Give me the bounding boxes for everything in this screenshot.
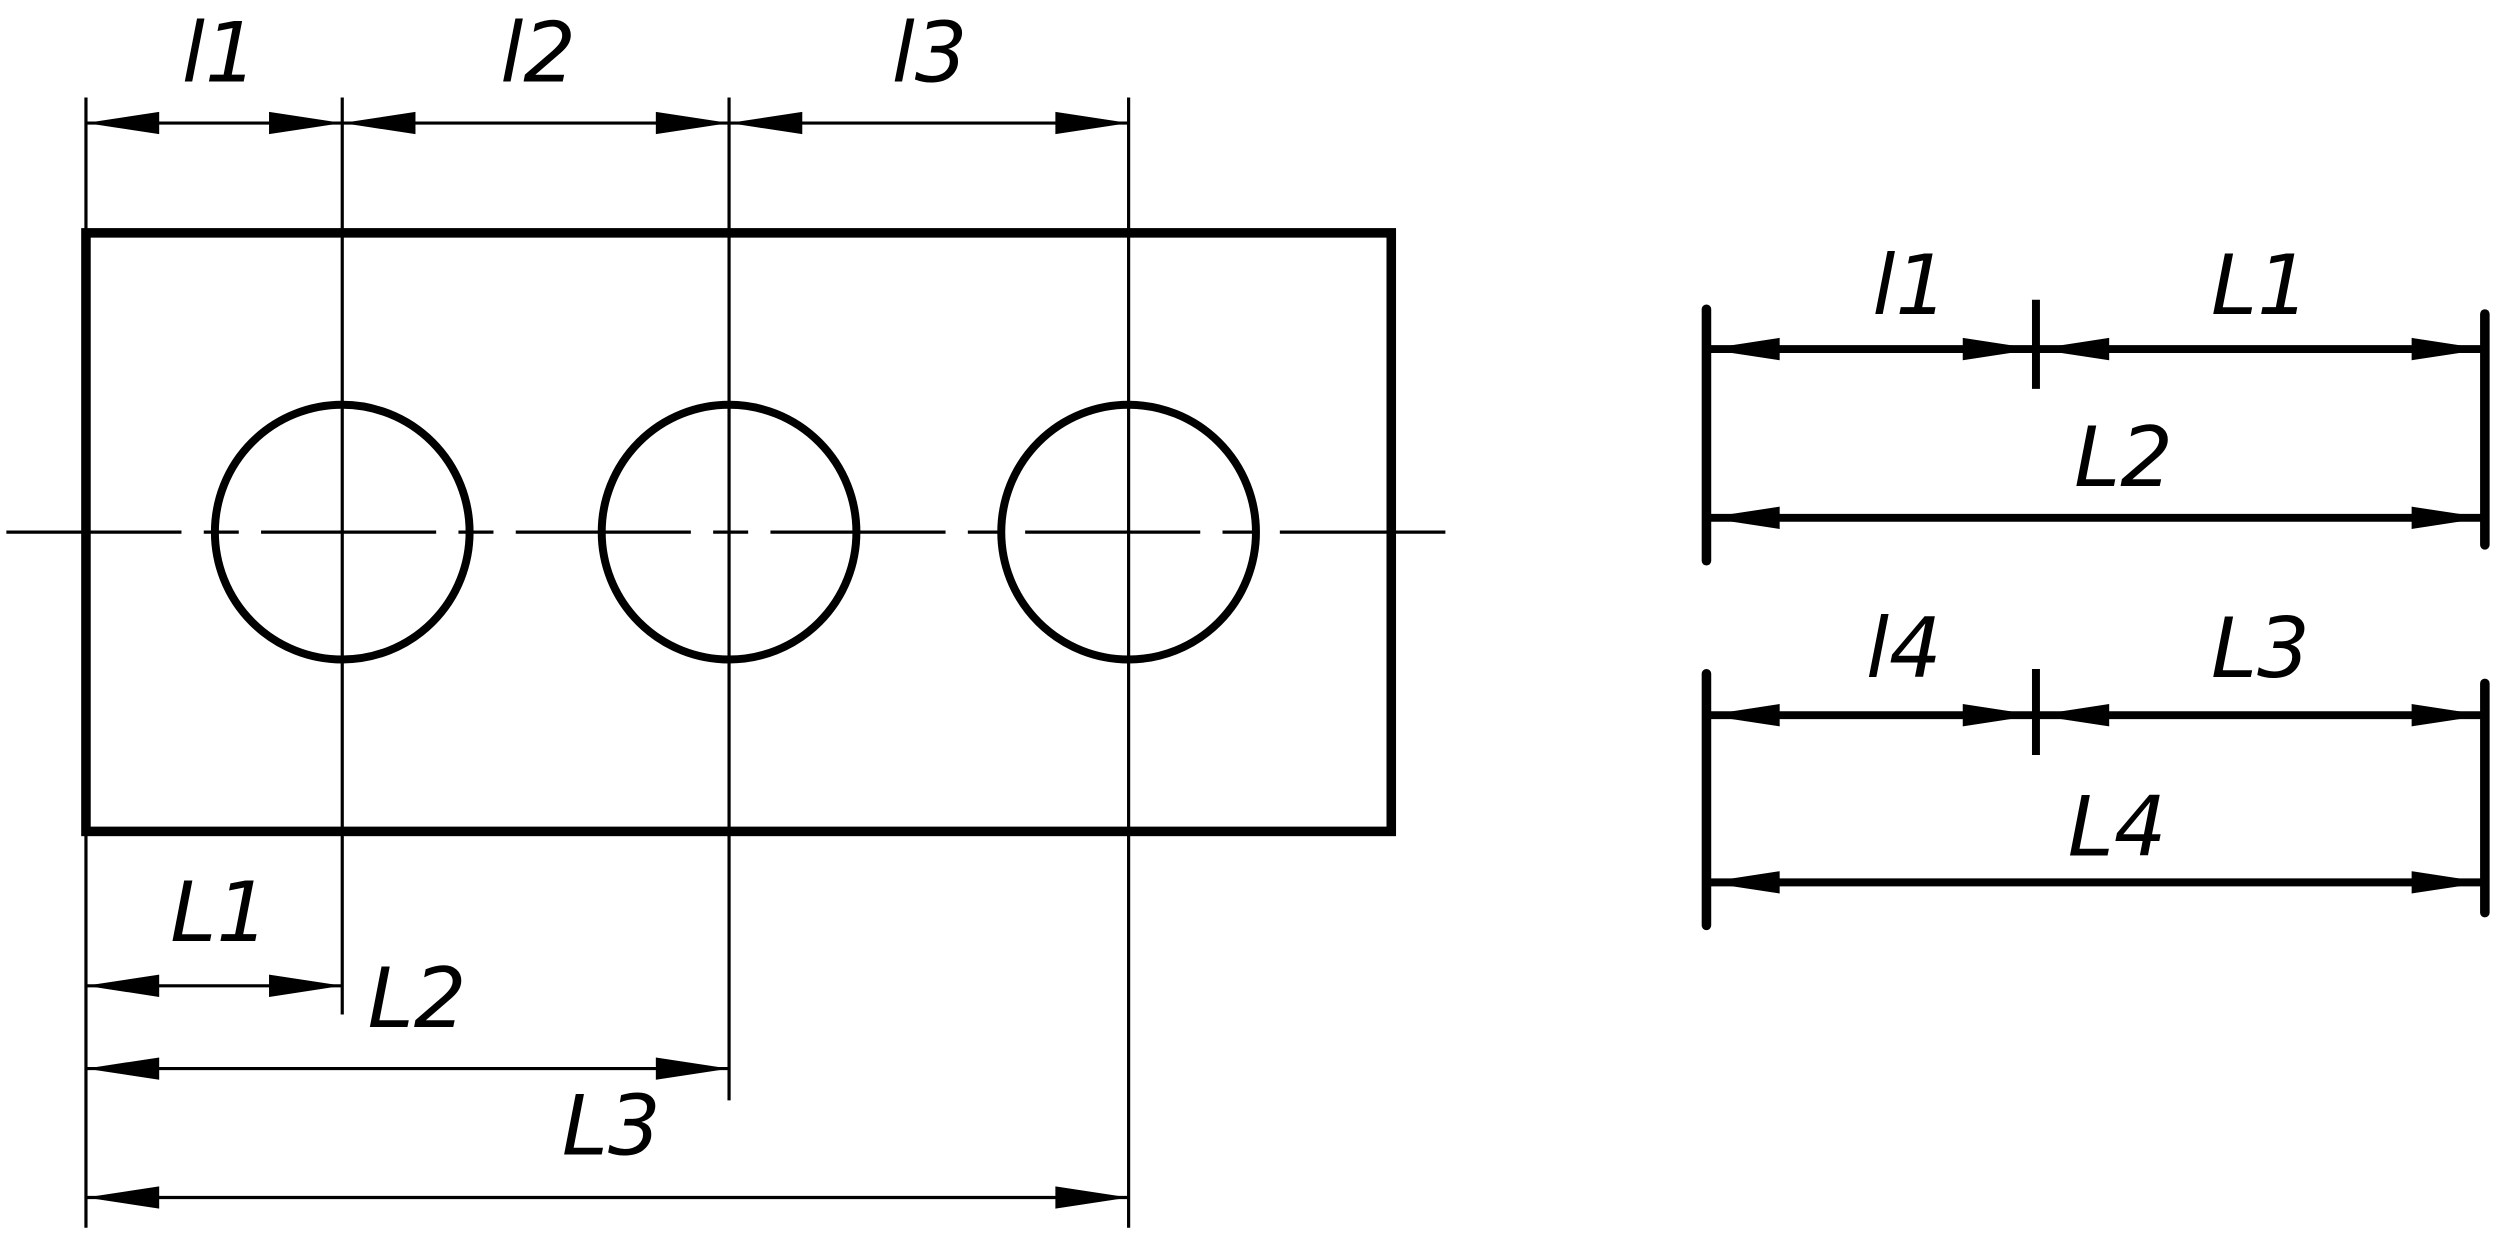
plate bbox=[6, 228, 1446, 837]
scheme-upper-right-label: L1 bbox=[2211, 237, 2310, 334]
scheme-lower-left-label: l4 bbox=[1866, 600, 1942, 697]
scheme-lower-right-label: L3 bbox=[2211, 600, 2310, 697]
top-chain-dimensions: l1 l2 l3 bbox=[85, 5, 1129, 135]
label-L1: L1 bbox=[170, 864, 269, 961]
label-L2: L2 bbox=[368, 950, 467, 1047]
label-L3: L3 bbox=[562, 1078, 661, 1175]
label-l3: l3 bbox=[892, 5, 968, 102]
scheme-upper-total-label: L2 bbox=[2074, 409, 2173, 506]
scheme-upper: l1 L1 L2 bbox=[1701, 237, 2490, 566]
extension-lines bbox=[84, 97, 1131, 1228]
scheme-upper-left-label: l1 bbox=[1872, 237, 1948, 334]
bottom-baseline-dimensions: L1 L2 L3 bbox=[85, 864, 1129, 1209]
label-l2: l2 bbox=[500, 5, 576, 102]
scheme-lower: l4 L3 L4 bbox=[1701, 600, 2490, 931]
label-l1: l1 bbox=[182, 5, 258, 102]
scheme-lower-total-label: L4 bbox=[2068, 778, 2167, 875]
